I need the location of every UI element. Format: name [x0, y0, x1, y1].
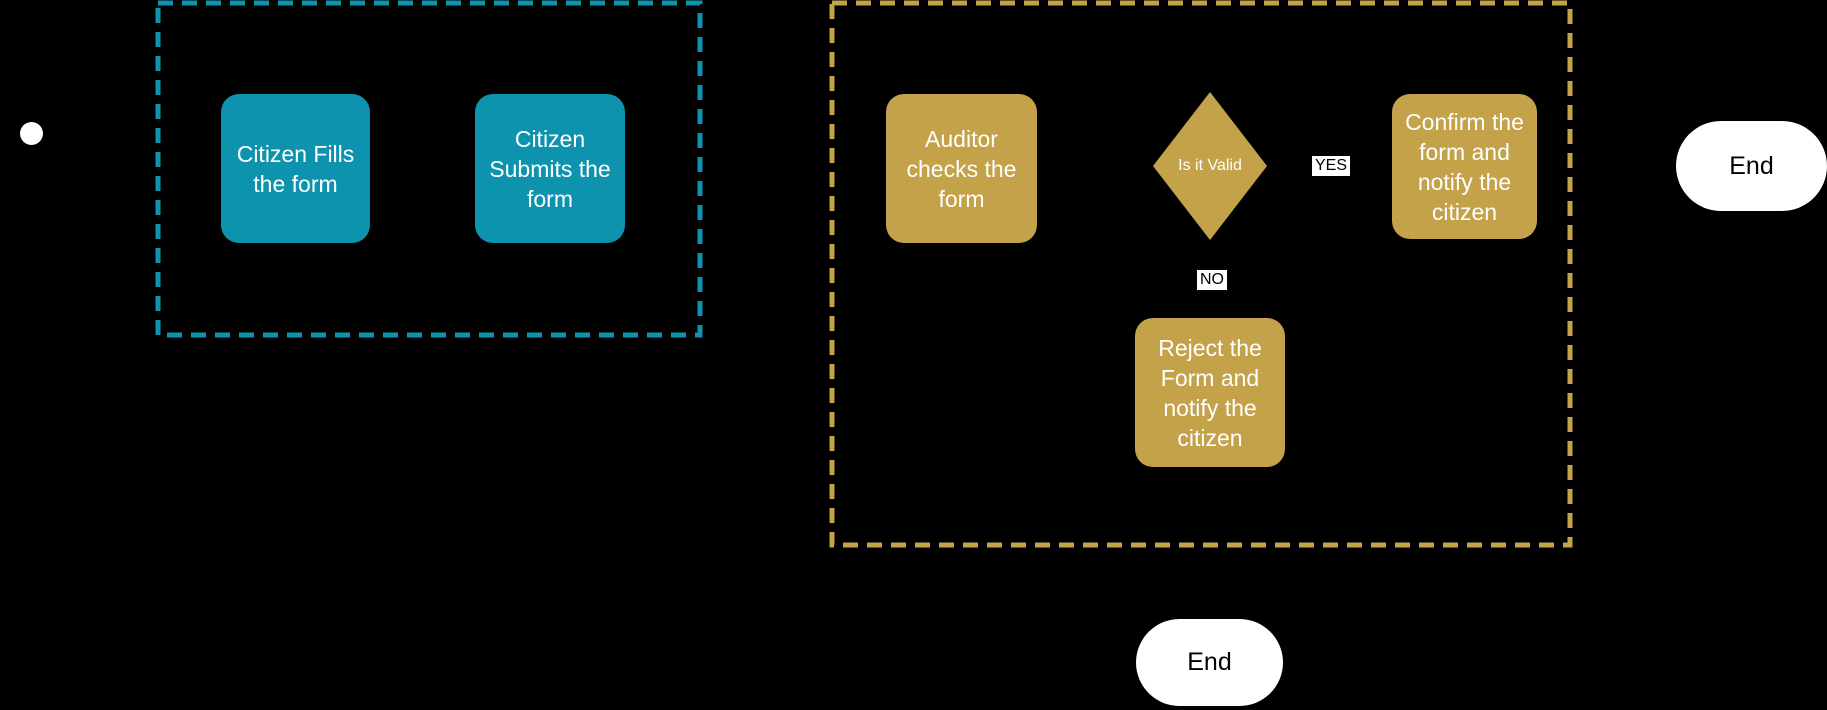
process-node-confirm-form: Confirm the form and notify the citizen — [1392, 94, 1537, 239]
subgraph-citizen-rect — [155, 0, 703, 338]
process-node-auditor-checks: Auditor checks the form — [886, 94, 1037, 243]
end-node-bottom: End — [1136, 619, 1283, 706]
subgraph-citizen-border — [155, 0, 703, 338]
edge-label-no: NO — [1197, 270, 1227, 290]
process-node-citizen-submits: Citizen Submits the form — [475, 94, 625, 243]
edge-label-yes: YES — [1312, 156, 1351, 176]
start-node-circle — [20, 122, 43, 145]
subgraph-auditor-border — [829, 0, 1573, 548]
subgraph-auditor-rect — [829, 0, 1573, 548]
end-node-right: End — [1676, 121, 1827, 211]
decision-node-label: Is it Valid — [1178, 157, 1242, 174]
process-node-citizen-fills: Citizen Fills the form — [221, 94, 370, 243]
process-node-reject-form: Reject the Form and notify the citizen — [1135, 318, 1285, 467]
